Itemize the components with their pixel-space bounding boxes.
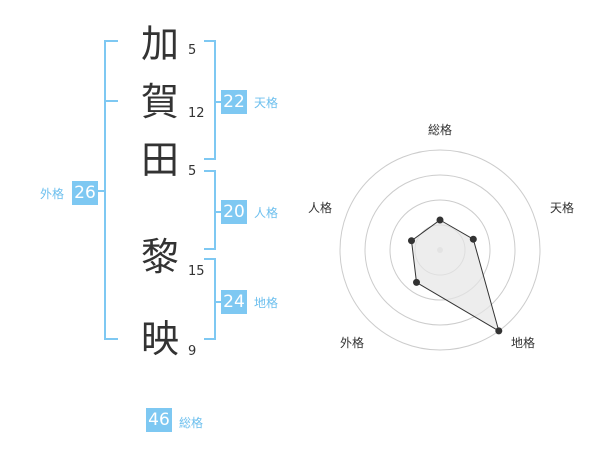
stroke-count-1: 5	[188, 43, 197, 58]
tenkaku-label: 天格	[254, 96, 279, 110]
name-char-2: 賀	[140, 80, 179, 124]
name-char-4: 黎	[140, 235, 179, 279]
soukaku-label: 総格	[179, 416, 204, 430]
stroke-count-5: 9	[188, 344, 197, 359]
chikaku-bracket	[204, 258, 216, 340]
name-char-5: 映	[140, 317, 179, 361]
radar-axis-label-soukaku: 総格	[428, 123, 453, 137]
soukaku-value: 46	[146, 408, 172, 432]
radar-point-4	[413, 278, 420, 286]
radar-point-5	[408, 237, 415, 245]
gaikaku-label: 外格	[40, 187, 65, 201]
jinkaku-label: 人格	[254, 206, 279, 220]
radar-area	[410, 219, 500, 332]
radar-axis-label-chikaku: 地格	[511, 336, 536, 350]
name-char-3: 田	[140, 138, 179, 182]
radar-point-2	[469, 235, 477, 243]
jinkaku-bracket-connector	[214, 211, 222, 213]
radar-point-1	[436, 216, 444, 224]
gaikaku-value: 26	[72, 181, 98, 205]
radar-axis-label-gaikaku: 外格	[340, 336, 365, 350]
radar-ring-3	[364, 174, 516, 326]
radar-ring-2	[389, 199, 491, 301]
gaikaku-bracket-connector	[98, 190, 106, 192]
radar-ring-4	[339, 149, 541, 351]
jinkaku-value: 20	[221, 200, 247, 224]
chikaku-bracket-connector	[214, 301, 222, 303]
radar-axis-label-jinkaku: 人格	[308, 201, 333, 215]
tenkaku-bracket	[204, 40, 216, 160]
tenkaku-bracket-connector	[214, 101, 222, 103]
stroke-count-4: 15	[188, 264, 205, 279]
jinkaku-bracket	[204, 170, 216, 250]
chikaku-label: 地格	[254, 296, 279, 310]
stroke-count-2: 12	[188, 106, 205, 121]
chikaku-value: 24	[221, 290, 247, 314]
tenkaku-value: 22	[221, 90, 247, 114]
name-char-1: 加	[140, 22, 179, 66]
stroke-count-3: 5	[188, 164, 197, 179]
radar-axis-label-tenkaku: 天格	[550, 201, 575, 215]
radar-point-3	[495, 327, 503, 335]
gaikaku-bracket-tick	[104, 100, 118, 102]
